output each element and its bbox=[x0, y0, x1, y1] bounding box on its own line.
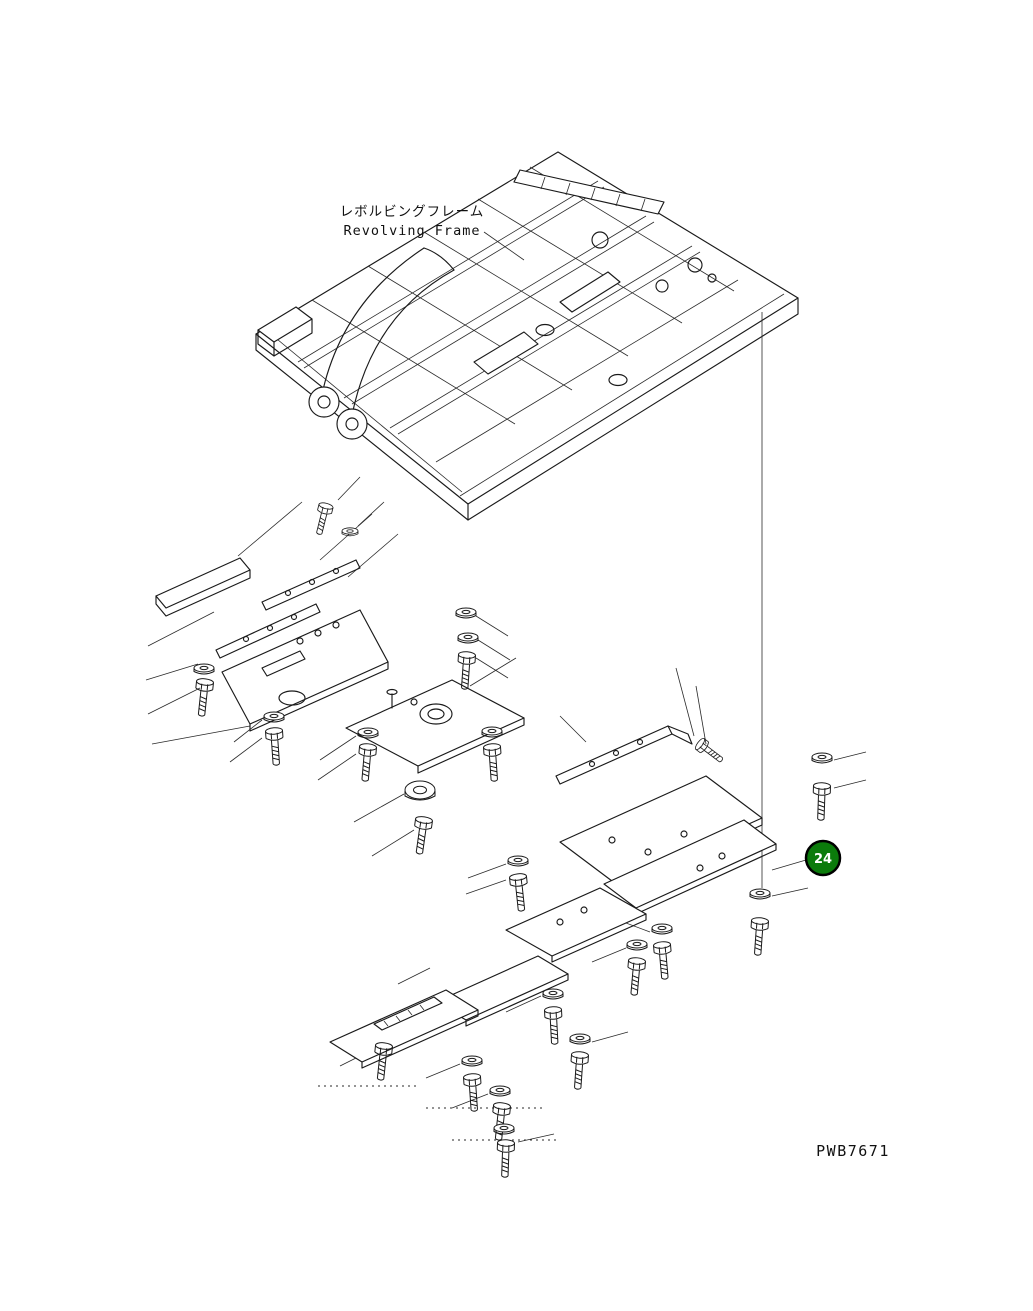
bolt-icon bbox=[748, 916, 770, 957]
washer-icon bbox=[507, 855, 529, 867]
bolt-icon bbox=[811, 782, 832, 822]
washer-icon bbox=[489, 1085, 511, 1097]
frame-label-japanese: レボルビングフレーム bbox=[340, 204, 485, 220]
frame-label-english: Revolving Frame bbox=[344, 223, 481, 239]
callout-24-badge[interactable]: 24 bbox=[804, 839, 842, 877]
washer-icon bbox=[357, 727, 379, 739]
washer-icon bbox=[749, 888, 771, 900]
callout-circle[interactable] bbox=[804, 839, 842, 877]
bolt-icon bbox=[568, 1050, 590, 1091]
washer-icon bbox=[651, 923, 673, 935]
washer-icon bbox=[481, 726, 503, 738]
washer-icon bbox=[341, 527, 359, 537]
bolt-icon bbox=[264, 726, 286, 767]
under-cover-plates bbox=[155, 557, 777, 1069]
washer-icon bbox=[455, 607, 477, 619]
washer-icon bbox=[457, 632, 479, 644]
cover-cap-icon bbox=[404, 780, 436, 801]
washer-icon bbox=[542, 988, 564, 1000]
bolt-icon bbox=[652, 940, 674, 981]
bolt-icon bbox=[311, 501, 335, 537]
washer-icon bbox=[461, 1055, 483, 1067]
bolt-icon bbox=[625, 956, 647, 997]
washer-icon bbox=[811, 752, 833, 764]
washer-icon bbox=[263, 711, 285, 723]
washer-icon bbox=[569, 1033, 591, 1045]
bolt-icon bbox=[482, 742, 504, 783]
bolt-icon bbox=[192, 677, 215, 718]
bolt-icon bbox=[489, 1101, 512, 1142]
revolving-frame-drawing bbox=[255, 151, 799, 521]
washer-icon bbox=[493, 1123, 515, 1135]
callout-number[interactable]: 24 bbox=[814, 852, 832, 867]
drawing-number: PWB7671 bbox=[816, 1142, 890, 1160]
bolt-icon bbox=[410, 815, 434, 856]
washer-icon bbox=[626, 939, 648, 951]
bolt-icon bbox=[508, 872, 531, 913]
bolt-icon bbox=[495, 1139, 516, 1179]
bolt-icon bbox=[462, 1072, 484, 1113]
bolt-icon bbox=[356, 742, 378, 783]
plug-icon bbox=[693, 736, 727, 767]
washer-icon bbox=[193, 663, 215, 675]
bolt-icon bbox=[371, 1041, 394, 1082]
bolt-icon bbox=[543, 1005, 564, 1046]
